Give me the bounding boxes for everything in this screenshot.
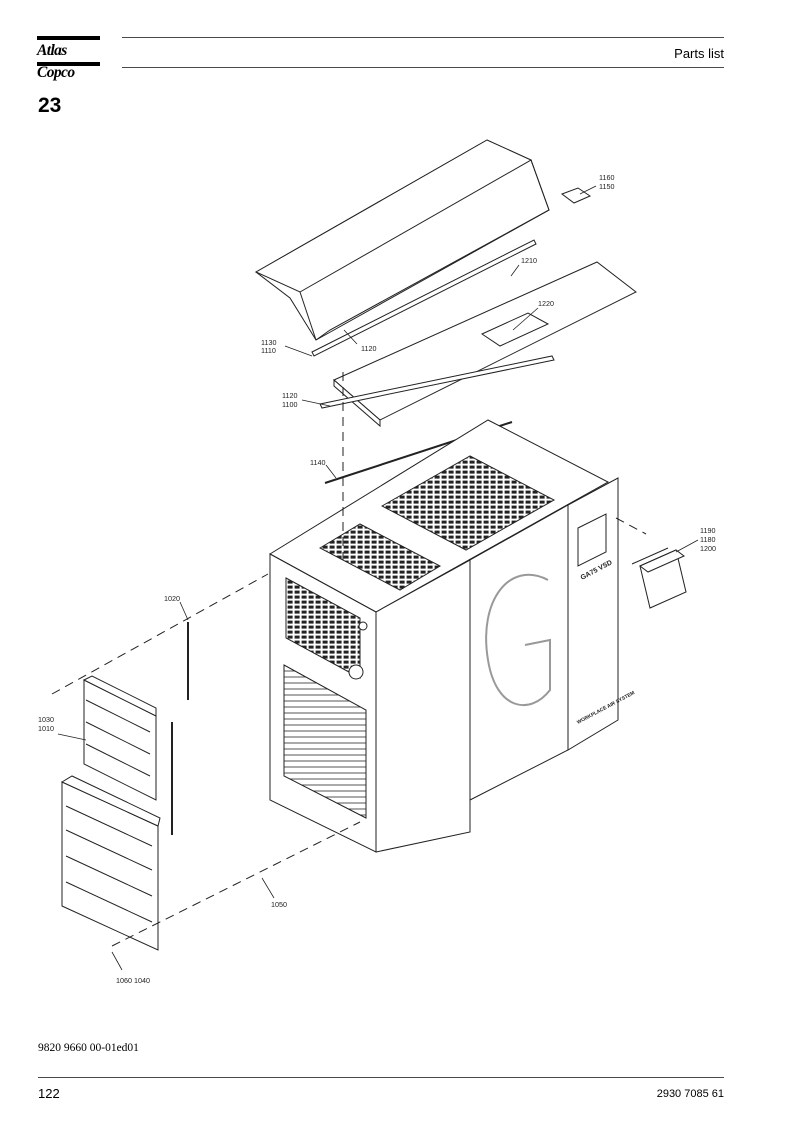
base-panel-part — [333, 261, 637, 428]
footer-rule — [38, 1077, 724, 1078]
callout-1190: 1190 — [700, 526, 715, 535]
callout-1210: 1210 — [521, 256, 537, 265]
header-top-rule — [122, 37, 724, 38]
compressor-cabinet — [269, 419, 619, 853]
bracket-1150 — [560, 187, 592, 204]
callout-1050: 1050 — [271, 900, 287, 909]
bar-1190 — [631, 547, 669, 565]
page-header-title: Parts list — [674, 46, 724, 61]
callout-1030: 1030 — [38, 715, 54, 724]
document-number: 2930 7085 61 — [656, 1088, 724, 1100]
callout-1120-a: 1120 — [361, 344, 376, 353]
callout-1140: 1140 — [310, 458, 325, 467]
roof-cover-part — [254, 139, 550, 341]
header-bottom-rule — [122, 67, 724, 68]
strip-1120-upper — [311, 239, 537, 357]
callout-1160: 1160 — [599, 173, 614, 182]
callout-1200: 1200 — [700, 544, 716, 553]
page-number: 122 — [38, 1086, 60, 1101]
exploded-view-svg: 1160 1150 1210 1220 1130 1110 1120 1120 … — [38, 139, 716, 985]
logo-wordmark: Atlas Copco — [37, 42, 75, 81]
callout-1020: 1020 — [164, 594, 180, 603]
section-number: 23 — [38, 94, 62, 117]
callout-1120-b: 1120 — [282, 391, 297, 400]
callout-1110: 1110 — [261, 346, 276, 355]
callout-1130: 1130 — [261, 338, 276, 347]
exploded-view-drawing: 1160 1150 1210 1220 1130 1110 1120 1120 … — [0, 120, 800, 1020]
louvre-panel-1010 — [82, 675, 157, 801]
louvre-panel-1040 — [60, 775, 161, 951]
callout-1060-1040: 1060 1040 — [116, 976, 150, 985]
callout-1180: 1180 — [700, 535, 715, 544]
callout-labels: 1160 1150 1210 1220 1130 1110 1120 1120 … — [38, 173, 716, 985]
logo-bottom-bar — [37, 62, 100, 66]
callout-1150: 1150 — [599, 182, 614, 191]
callout-1220: 1220 — [538, 299, 554, 308]
logo-top-bar — [37, 36, 100, 40]
callout-1010: 1010 — [38, 724, 54, 733]
strip-1120-lower — [319, 355, 555, 409]
callout-1100: 1100 — [282, 400, 297, 409]
assembly-guide-lines — [51, 372, 647, 947]
atlas-copco-logo: Atlas Copco — [37, 36, 101, 81]
drawing-reference: 9820 9660 00-01ed01 — [38, 1042, 139, 1054]
leader-lines — [57, 185, 699, 971]
